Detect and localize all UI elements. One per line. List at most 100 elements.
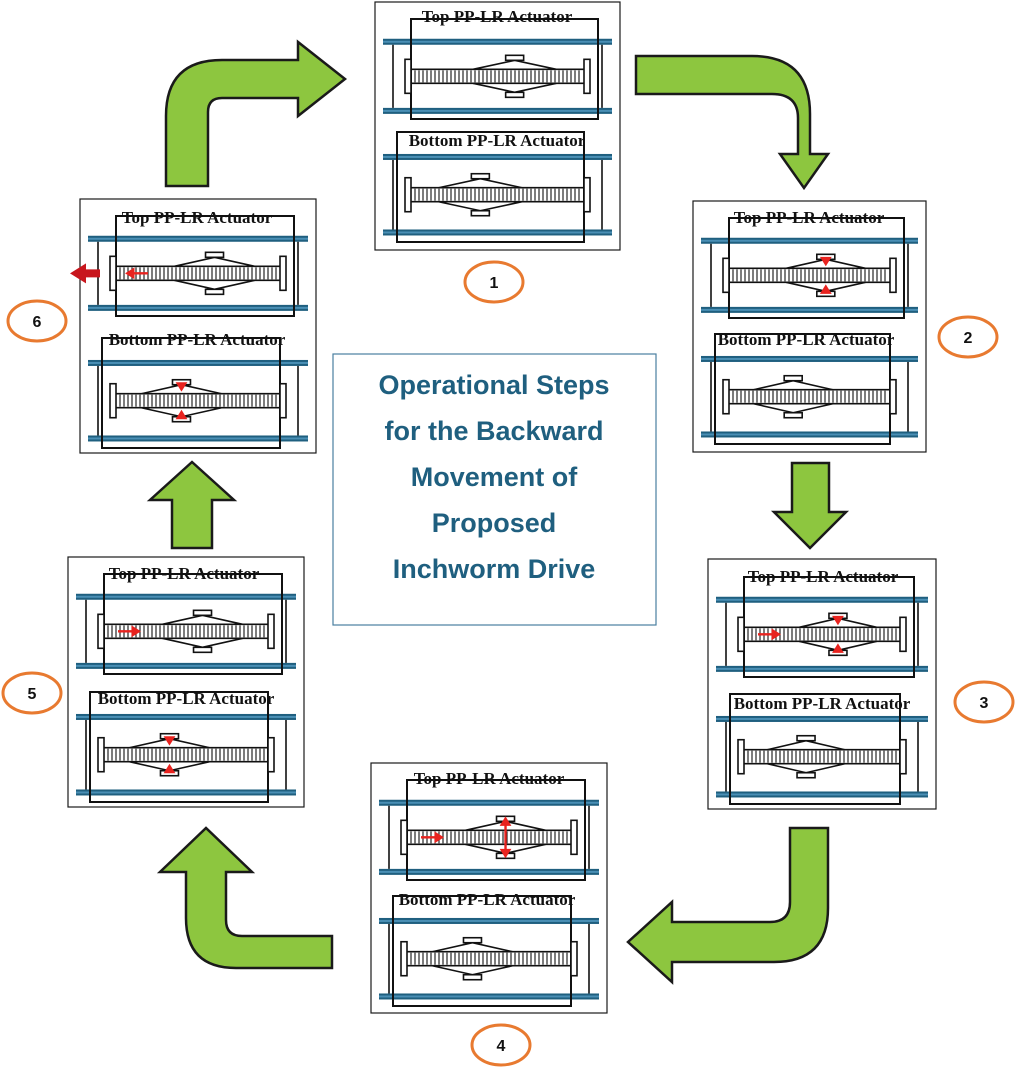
step-3-top-end-left (737, 616, 745, 653)
step-6-top-rail-bottom-highlight (88, 306, 308, 309)
step-3-top-rail-bottom-highlight (716, 667, 928, 670)
step-4-bottom-ribs (410, 952, 568, 965)
step-2-bottom-pad-top (783, 374, 803, 382)
step-6-top-rail-top-highlight (88, 237, 308, 240)
step-5-bottom-rail-bottom-highlight (76, 791, 296, 794)
step-6-bottom-rail-top-highlight (88, 361, 308, 364)
step-6-bottom-end-left (109, 382, 117, 419)
step-4-top-ribs (410, 831, 568, 844)
step-3-bottom-label: Bottom PP-LR Actuator (734, 694, 911, 713)
step-2-top-force-pinch-icon (819, 256, 832, 294)
step-2-bottom-ribs (732, 390, 886, 403)
step-6-top-end-right (279, 255, 287, 292)
title-line-2: for the Backward (384, 416, 603, 446)
step-1-bottom-actuator (383, 131, 612, 243)
step-5-top-actuator (76, 573, 296, 675)
step-number-2: 2 (964, 330, 973, 347)
step-5-bottom-label: Bottom PP-LR Actuator (98, 689, 275, 708)
step-3-top-force-pinch-icon (832, 615, 844, 653)
step-number-3: 3 (980, 695, 989, 712)
flow-arrow-3-to-4 (626, 826, 830, 985)
step-3-bottom-rail-top-highlight (716, 717, 928, 720)
step-4-top-rail-top-highlight (379, 801, 599, 804)
step-badge-2: 2 (937, 315, 999, 359)
step-6-bottom-label: Bottom PP-LR Actuator (109, 330, 286, 349)
title-line-4: Proposed (432, 508, 557, 538)
step-5-top-rail-bottom-highlight (76, 664, 296, 667)
step-5-top-force-push-icon (118, 625, 141, 638)
title-line-1: Operational Steps (378, 370, 609, 400)
step-2-bottom-actuator (701, 333, 918, 445)
step-6-top-ribs (119, 267, 277, 280)
step-1-bottom-end-right (583, 176, 591, 213)
step-5-bottom-actuator (76, 691, 296, 803)
step-3-top-end-right (899, 616, 907, 653)
step-number-5: 5 (28, 686, 37, 703)
step-6-top-end-left (109, 255, 117, 292)
step-3-bottom-end-left (737, 738, 745, 775)
flow-arrow-4-to-5 (156, 826, 334, 970)
step-4-bottom-end-right (570, 940, 578, 977)
step-6-top-force-exit-icon (70, 263, 100, 284)
step-4-top-label: Top PP-LR Actuator (414, 769, 565, 788)
step-number-1: 1 (490, 275, 499, 292)
step-5-bottom-end-left (97, 736, 105, 773)
step-4-bottom-pad-bottom (462, 973, 483, 981)
step-2-bottom-label: Bottom PP-LR Actuator (718, 330, 895, 349)
step-1-bottom-pad-top (470, 172, 491, 180)
flow-arrow-1-to-2 (634, 54, 831, 191)
step-4-top-force-push-icon (421, 831, 444, 844)
step-2-top-rail-bottom-highlight (701, 308, 918, 311)
step-2-top-end-right (889, 257, 897, 294)
title-line-3: Movement of (411, 462, 579, 492)
step-6-top-force-pull-icon (125, 267, 148, 280)
step-3-top-force-push-icon (758, 628, 781, 641)
step-2-top-actuator (701, 217, 918, 319)
step-5-top-end-left (97, 613, 105, 650)
step-5-top-rail-top-highlight (76, 595, 296, 598)
step-5-top-ribs (107, 625, 265, 638)
step-2-top-rail-top-highlight (701, 239, 918, 242)
step-5-top-end-right (267, 613, 275, 650)
step-6-bottom-ribs (119, 394, 277, 407)
step-2-bottom-pad-bottom (783, 411, 803, 419)
step-1-bottom-end-left (404, 176, 412, 213)
step-6-top-label: Top PP-LR Actuator (122, 208, 273, 227)
step-1-top-pad-bottom (504, 91, 525, 99)
step-4-top-actuator (379, 779, 599, 881)
step-badge-5: 5 (1, 671, 63, 715)
step-6-top-pad-top (204, 251, 225, 259)
step-6-top-actuator (70, 215, 308, 317)
step-2-bottom-rail-top-highlight (701, 357, 918, 360)
step-4-bottom-rail-top-highlight (379, 919, 599, 922)
step-1-bottom-label: Bottom PP-LR Actuator (409, 131, 586, 150)
step-4-bottom-label: Bottom PP-LR Actuator (399, 890, 576, 909)
step-1-top-pad-top (504, 54, 525, 62)
step-1-top-end-left (404, 58, 412, 95)
step-3-bottom-ribs (747, 750, 897, 763)
step-1-top-actuator (383, 18, 612, 120)
step-3-bottom-pad-top (796, 734, 816, 742)
step-5-bottom-rail-top-highlight (76, 715, 296, 718)
step-1-top-label: Top PP-LR Actuator (422, 7, 573, 26)
step-number-4: 4 (497, 1038, 506, 1055)
step-badge-6: 6 (6, 299, 68, 343)
step-4-bottom-rail-bottom-highlight (379, 995, 599, 998)
step-badge-3: 3 (953, 680, 1015, 724)
step-6-bottom-rail-bottom-highlight (88, 437, 308, 440)
flow-arrow-5-to-6 (146, 460, 238, 550)
flow-arrow-2-to-3 (770, 461, 850, 550)
step-4-bottom-actuator (379, 895, 599, 1007)
step-2-bottom-end-left (722, 378, 730, 415)
step-1-bottom-rail-top-highlight (383, 155, 612, 158)
step-badge-4: 4 (470, 1023, 532, 1067)
step-1-top-ribs (414, 70, 580, 83)
step-1-bottom-rail-bottom-highlight (383, 231, 612, 234)
step-2-top-label: Top PP-LR Actuator (734, 208, 885, 227)
step-5-bottom-ribs (107, 748, 265, 761)
